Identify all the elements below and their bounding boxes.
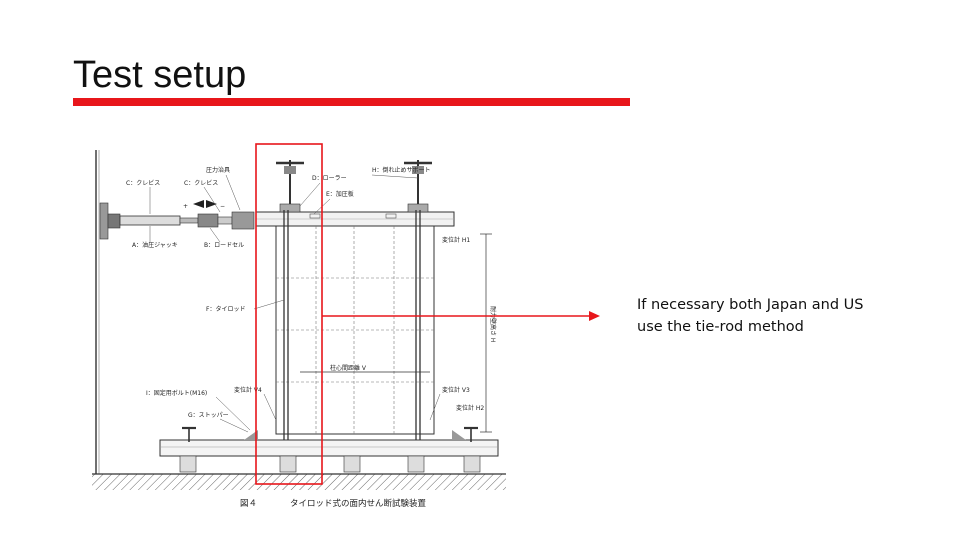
figure-caption-text: タイロッド式の面内せん断試験装置	[290, 498, 427, 509]
label-f-tie-rod: F：タイロッド	[206, 305, 245, 313]
label-h-support: H：倒れ止めサポート	[372, 166, 431, 174]
label-disp-v3: 変位計 V3	[442, 386, 470, 394]
figure-caption-number: 図４	[240, 499, 257, 509]
label-height: 耐力壁高さ H	[489, 306, 497, 342]
label-c-clevis-right: C：クレビス	[184, 179, 218, 187]
callout-arrow	[322, 311, 600, 321]
minus-sign: −	[220, 203, 225, 210]
height-dimension	[480, 233, 492, 433]
tie-rod-highlight-box	[255, 143, 323, 485]
diagram-labels: C：クレビス C：クレビス 圧力治具 D：ローラー H：倒れ止めサポート E：加…	[126, 166, 497, 419]
reaction-wall	[95, 150, 100, 474]
label-pressure-jig: 圧力治具	[206, 166, 230, 174]
tie-rods	[283, 210, 421, 466]
label-width: 柱心間距離 V	[330, 364, 367, 372]
label-c-clevis-left: C：クレビス	[126, 179, 160, 187]
slide-title: Test setup	[73, 54, 247, 96]
top-support-right	[404, 160, 432, 213]
label-a-jack: A：油圧ジャッキ	[132, 241, 178, 249]
label-g-stopper: G：ストッパー	[188, 412, 229, 419]
ground-hatch	[92, 474, 506, 490]
hydraulic-jack-assembly	[99, 202, 255, 240]
wall-panel	[275, 225, 435, 435]
roller-marks	[309, 213, 397, 219]
label-i-anchor-bolt: I：固定用ボルト(M16)	[146, 389, 207, 397]
label-b-load-cell: B：ロードセル	[204, 242, 244, 249]
label-disp-h2: 変位計 H2	[456, 404, 484, 412]
label-e-loading-plate: E：加圧板	[326, 190, 354, 198]
top-support-left	[276, 160, 304, 213]
label-disp-h1: 変位計 H1	[442, 236, 470, 244]
leader-lines	[149, 174, 441, 433]
base-beam	[159, 439, 499, 473]
title-underline	[73, 98, 630, 106]
tie-rod-note: If necessary both Japan and US use the t…	[637, 297, 864, 335]
load-direction-arrow: + −	[183, 200, 225, 210]
anchor-bolts	[182, 426, 478, 442]
label-disp-v4: 変位計 V4	[234, 386, 262, 394]
plus-sign: +	[183, 203, 188, 210]
label-d-roller: D：ローラー	[312, 175, 347, 182]
